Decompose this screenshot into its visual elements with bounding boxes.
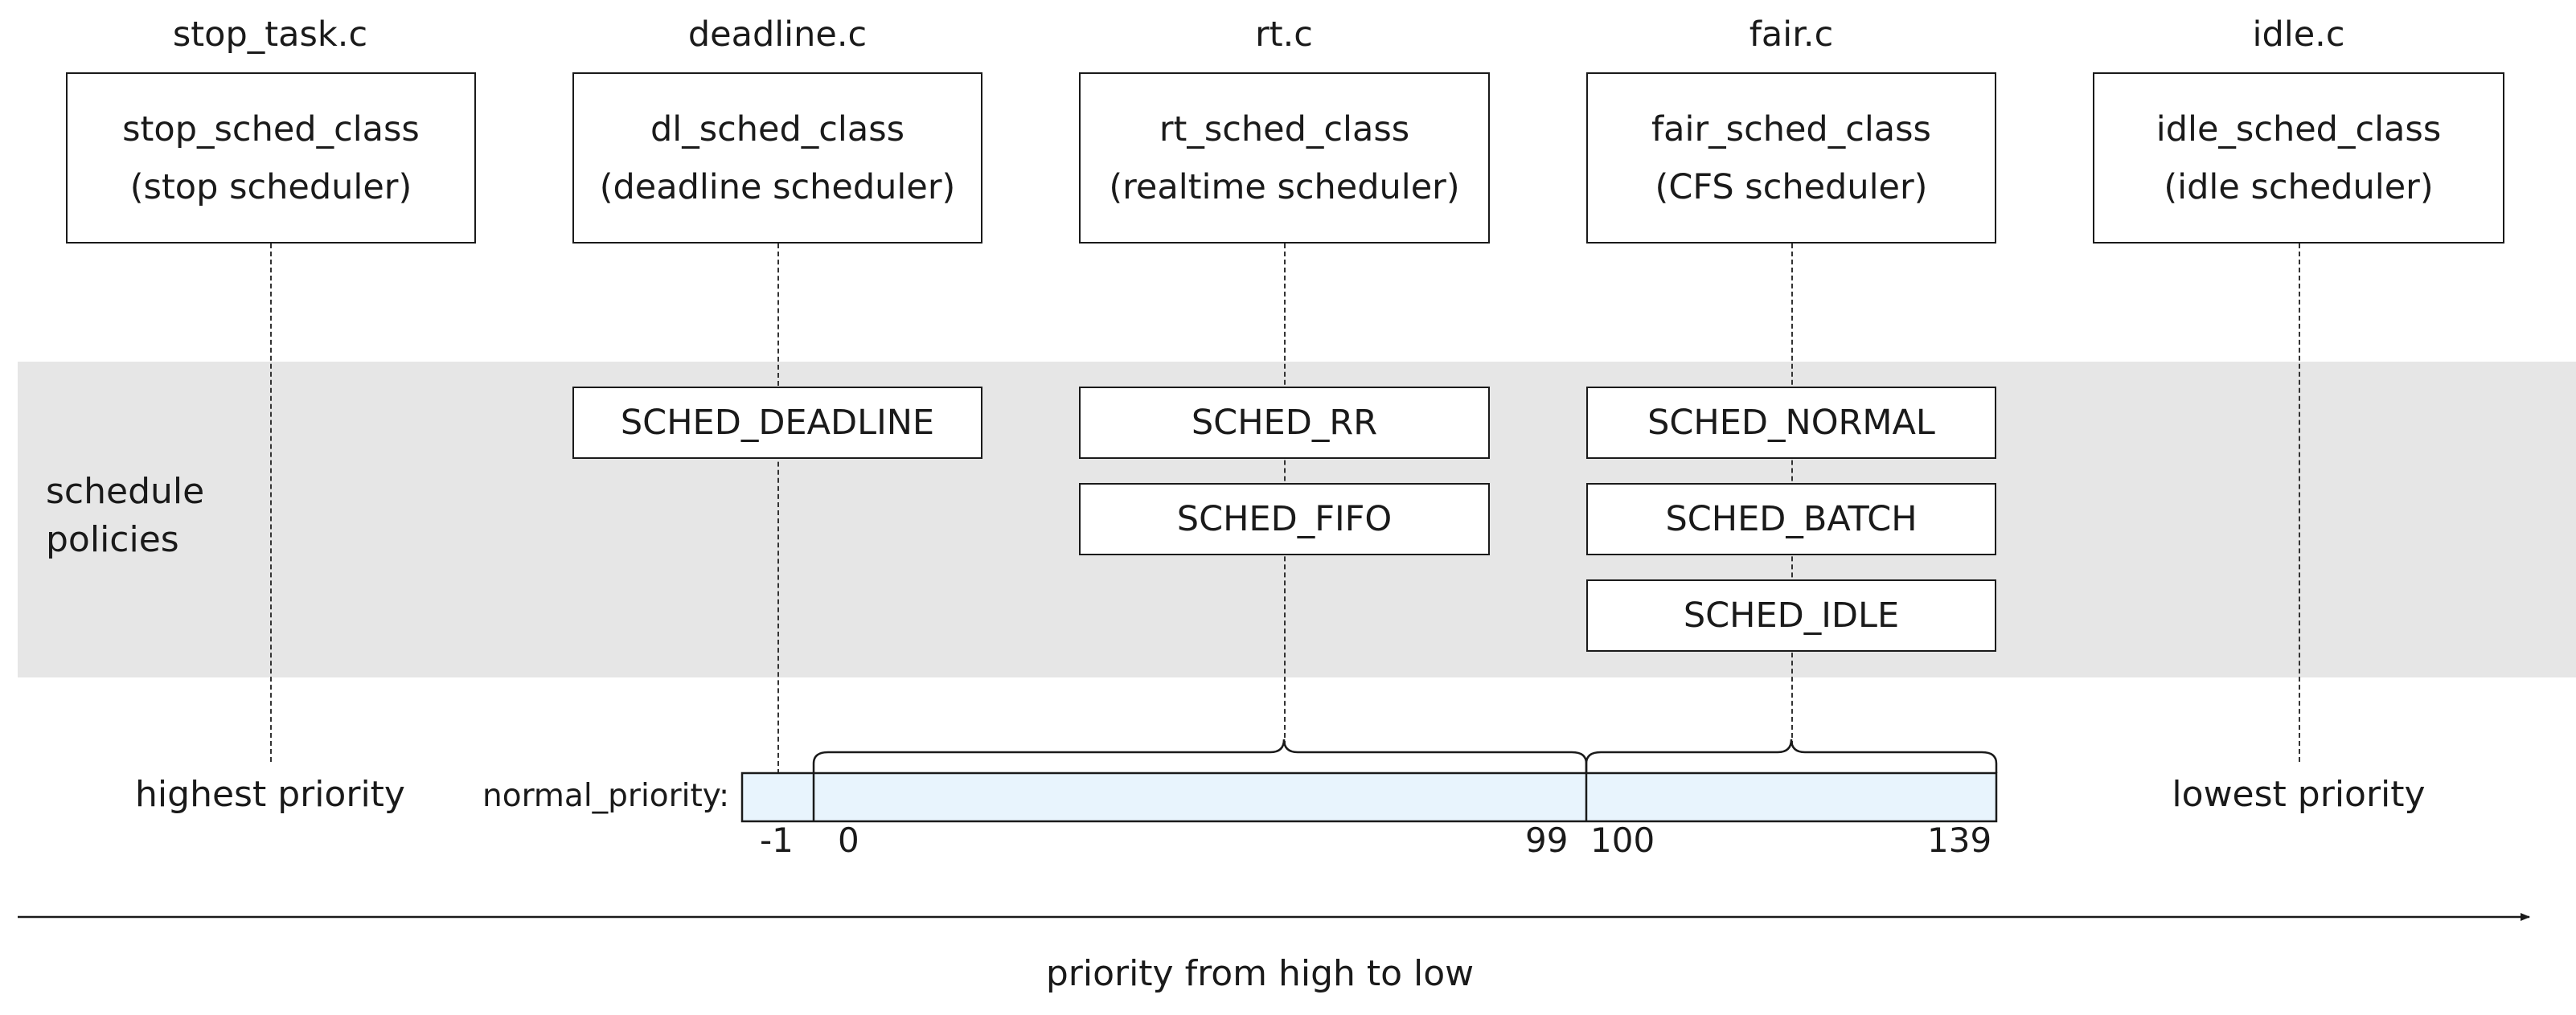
file-title-deadline: deadline.c — [687, 14, 868, 55]
class-name: dl_sched_class — [650, 108, 905, 149]
class-desc: (deadline scheduler) — [599, 166, 956, 207]
class-name: stop_sched_class — [122, 108, 420, 149]
dl-sched-class-box: dl_sched_class (deadline scheduler) — [572, 72, 982, 244]
class-desc: (realtime scheduler) — [1109, 166, 1460, 207]
file-title-idle: idle.c — [2252, 14, 2345, 55]
policy-sched-normal: SCHED_NORMAL — [1586, 387, 1996, 459]
normal-priority-label: normal_priority: — [482, 778, 730, 814]
tick-label-minus1: -1 — [760, 821, 794, 860]
tick-label-99: 99 — [1525, 821, 1569, 860]
file-title-rt: rt.c — [1255, 14, 1313, 55]
highest-priority-label: highest priority — [135, 774, 405, 815]
stop-sched-class-box: stop_sched_class (stop scheduler) — [66, 72, 476, 244]
class-name: idle_sched_class — [2156, 108, 2442, 149]
idle-connector-line — [2299, 244, 2300, 762]
axis-label: priority from high to low — [1045, 953, 1475, 994]
class-desc: (CFS scheduler) — [1655, 166, 1928, 207]
stop-connector-line — [270, 244, 272, 762]
policies-label-line1: schedule — [46, 471, 205, 512]
rt-sched-class-box: rt_sched_class (realtime scheduler) — [1079, 72, 1490, 244]
file-title-fair: fair.c — [1749, 14, 1834, 55]
priority-bar — [740, 771, 1998, 823]
policies-label: schedule policies — [46, 468, 204, 564]
tick-label-0: 0 — [838, 821, 859, 860]
policy-sched-rr: SCHED_RR — [1079, 387, 1490, 459]
policy-sched-batch: SCHED_BATCH — [1586, 483, 1996, 555]
deadline-connector-line — [777, 244, 779, 774]
class-name: fair_sched_class — [1651, 108, 1931, 149]
file-title-stop: stop_task.c — [172, 14, 368, 55]
fair-sched-class-box: fair_sched_class (CFS scheduler) — [1586, 72, 1996, 244]
class-desc: (stop scheduler) — [129, 166, 412, 207]
fair-range-brace — [1585, 739, 1998, 773]
tick-label-100: 100 — [1590, 821, 1655, 860]
policy-sched-idle: SCHED_IDLE — [1586, 579, 1996, 652]
idle-sched-class-box: idle_sched_class (idle scheduler) — [2093, 72, 2504, 244]
class-name: rt_sched_class — [1159, 108, 1410, 149]
tick-label-139: 139 — [1927, 821, 1992, 860]
policies-label-line2: policies — [46, 519, 179, 560]
policy-sched-fifo: SCHED_FIFO — [1079, 483, 1490, 555]
policy-sched-deadline: SCHED_DEADLINE — [572, 387, 982, 459]
class-desc: (idle scheduler) — [2164, 166, 2434, 207]
lowest-priority-label: lowest priority — [2172, 774, 2426, 815]
rt-range-brace — [812, 739, 1588, 773]
